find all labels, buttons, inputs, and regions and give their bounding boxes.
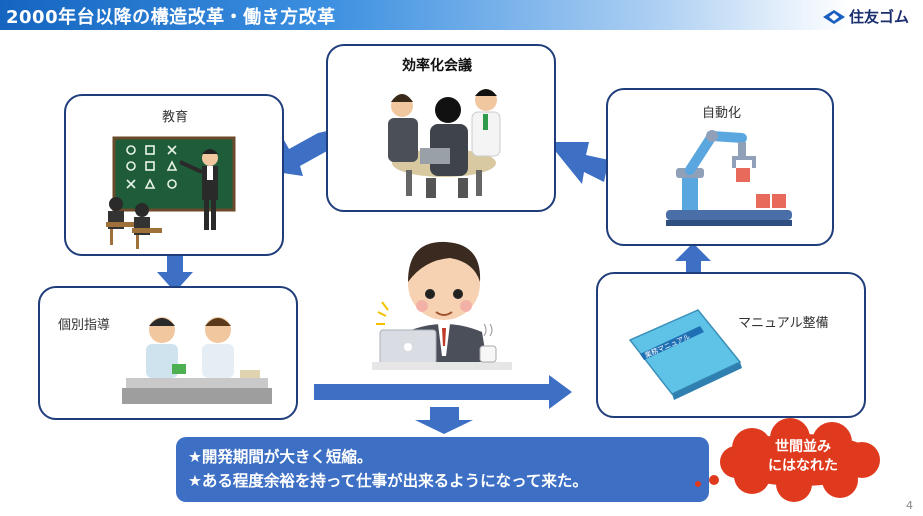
thought-cloud <box>695 418 880 502</box>
meeting-box: 効率化会議 <box>326 44 556 212</box>
page-number: 4 <box>906 499 913 512</box>
arrow-down-to-message <box>415 407 473 434</box>
arrow-education-to-individual <box>157 254 193 292</box>
automation-box: 自動化 <box>606 88 834 246</box>
message-line-2: ★ある程度余裕を持って仕事が出来るようになって来た。 <box>188 472 588 490</box>
education-label: 教育 <box>162 110 189 125</box>
cloud-text: 世間並み にはなれた <box>748 438 858 476</box>
meeting-label: 効率化会議 <box>402 58 472 74</box>
automation-label: 自動化 <box>702 106 742 121</box>
cloud-line-1: 世間並み <box>775 439 831 455</box>
tutoring-illustration <box>122 317 272 404</box>
meeting-illustration <box>388 89 501 198</box>
result-message-box: ★開発期間が大きく短縮。 ★ある程度余裕を持って仕事が出来るようになって来た。 <box>176 437 709 502</box>
page-title: 2000年台以降の構造改革・働き方改革 <box>6 7 336 28</box>
manual-label: マニュアル整備 <box>738 316 829 331</box>
arrow-automation-to-meeting <box>548 142 609 184</box>
robot-arm-illustration <box>666 130 792 226</box>
worker-with-laptop-illustration <box>372 241 512 370</box>
manual-book-illustration: 業務マニュアル <box>628 309 742 400</box>
brand-logo: 住友ゴム <box>822 6 909 27</box>
education-box: 教育 <box>64 94 284 256</box>
individual-guidance-label: 個別指導 <box>58 318 111 333</box>
message-line-1: ★開発期間が大きく短縮。 <box>188 448 373 466</box>
cloud-line-2: にはなれた <box>768 458 838 474</box>
arrow-left-to-right <box>314 375 572 409</box>
manual-box: マニュアル整備 業務マニュアル <box>596 272 866 418</box>
classroom-illustration <box>106 136 236 249</box>
diamond-logo-icon <box>822 9 845 24</box>
header-bar: 2000年台以降の構造改革・働き方改革 住友ゴム <box>0 0 923 30</box>
arrow-manual-to-automation <box>675 243 711 280</box>
individual-guidance-box: 個別指導 <box>38 286 298 420</box>
brand-name: 住友ゴム <box>848 8 909 26</box>
